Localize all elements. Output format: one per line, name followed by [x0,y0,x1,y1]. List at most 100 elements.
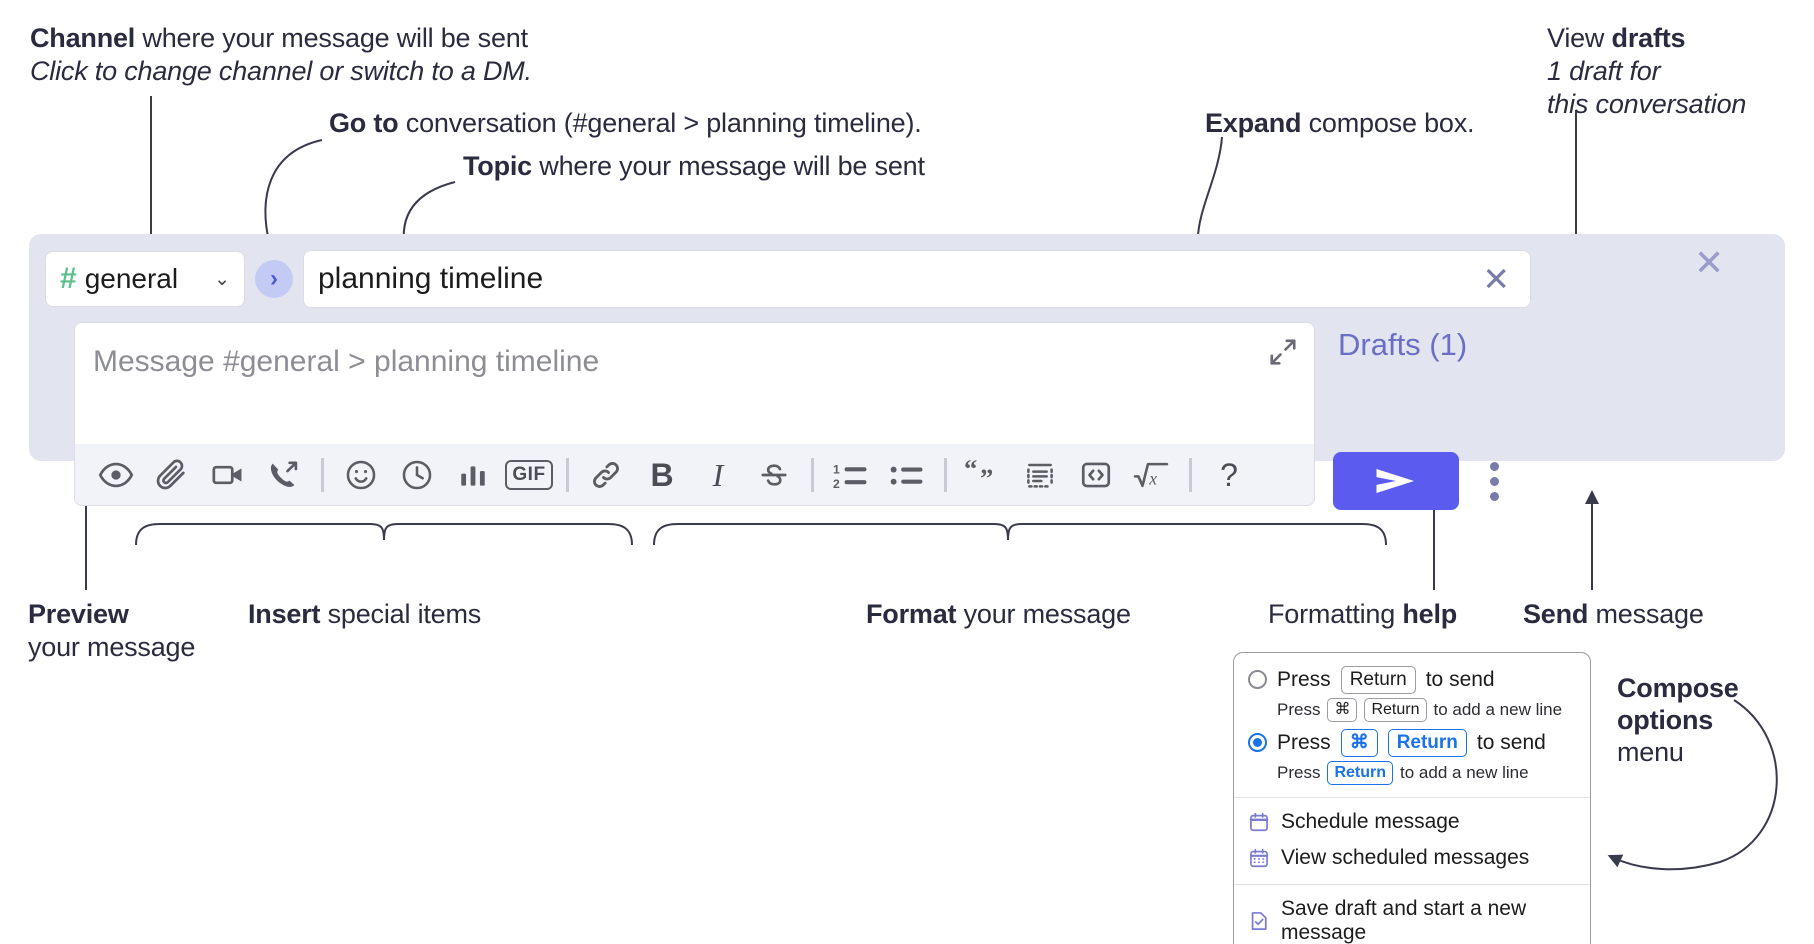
menu-divider [1234,796,1590,798]
annotation-topic-rest: where your message will be sent [532,151,925,181]
annotation-drafts-bold: drafts [1611,23,1686,53]
annotation-channel-bold: Channel [30,23,136,53]
attachment-icon[interactable] [144,449,200,501]
math-icon[interactable]: x [1124,449,1180,501]
inline-code-icon[interactable] [1068,449,1124,501]
annotation-preview: Preview your message [28,598,195,664]
ordered-list-icon[interactable]: 1 2 [823,449,879,501]
sub-pre: Press [1277,699,1321,719]
bold-icon[interactable]: B [634,449,690,501]
bold-label: B [650,456,674,493]
key-return: Return [1340,666,1416,694]
drafts-link[interactable]: Drafts (1) [1338,327,1468,362]
help-icon[interactable]: ? [1201,449,1257,501]
gif-label: GIF [505,459,553,490]
chevron-right-icon: › [270,265,278,292]
compose-options-button[interactable] [1478,452,1510,510]
radio-unselected[interactable] [1248,670,1267,690]
strikethrough-icon[interactable] [746,449,802,501]
option-pre: Press [1277,667,1331,691]
annotation-channel: Channel where your message will be sent … [30,22,532,88]
kebab-dot [1489,461,1499,471]
annotation-help-rest: Formatting [1268,599,1403,629]
poll-icon[interactable] [445,449,501,501]
topic-input[interactable]: planning timeline ✕ [303,250,1531,308]
video-icon[interactable] [200,449,256,501]
bulleted-list-icon[interactable] [879,449,935,501]
annotation-send-bold: Send [1523,599,1589,629]
annotation-preview-line2: your message [28,631,196,662]
compose-panel: # general ⌄ › planning timeline ✕ Messag… [29,234,1785,506]
goto-conversation-button[interactable]: › [255,260,293,298]
code-block-icon[interactable] [1012,449,1068,501]
svg-text:1: 1 [833,462,840,476]
channel-selector[interactable]: # general ⌄ [45,251,245,307]
hash-icon: # [60,262,77,295]
channel-name: general [84,263,179,294]
menu-divider [1234,883,1590,885]
annotation-topic: Topic where your message will be sent [463,150,925,183]
clear-topic-icon[interactable]: ✕ [1482,260,1510,298]
send-button[interactable] [1333,452,1459,510]
annotation-compose-options-bold2: options [1617,704,1714,735]
radio-selected[interactable] [1248,733,1267,753]
annotation-expand-bold: Expand [1205,108,1302,138]
kebab-dot [1489,491,1499,501]
send-option-cmd-return[interactable]: Press ⌘ Return to send [1234,726,1590,760]
option-post: to send [1476,730,1546,754]
send-option-return[interactable]: Press Return to send [1234,663,1590,697]
message-editor[interactable]: Message #general > planning timeline [74,322,1315,444]
annotation-expand-rest: compose box. [1301,108,1475,138]
key-return: Return [1327,760,1394,785]
annotation-compose-options: Compose options menu [1617,673,1739,769]
annotation-format: Format your message [866,598,1131,631]
italic-icon[interactable]: I [690,449,746,501]
svg-text:2: 2 [833,476,840,490]
annotation-drafts-rest: View [1547,23,1612,53]
menu-item-view-scheduled-messages[interactable]: View scheduled messages [1234,840,1590,876]
compose-header-row: # general ⌄ › planning timeline ✕ [45,250,1531,308]
annotation-goto-rest: conversation (#general > planning timeli… [398,108,922,138]
annotation-goto: Go to conversation (#general > planning … [329,107,922,140]
chevron-down-icon: ⌄ [214,268,230,290]
annotation-send-rest: message [1588,599,1704,629]
topic-value: planning timeline [318,262,544,295]
annotation-compose-options-rest: menu [1617,736,1684,767]
blockquote-icon[interactable]: “ ” [956,449,1012,501]
help-label: ? [1220,456,1238,493]
menu-item-schedule-message[interactable]: Schedule message [1234,804,1590,840]
annotation-goto-bold: Go to [329,108,399,138]
key-command: ⌘ [1327,697,1358,722]
separator [321,457,324,492]
annotation-drafts-italic1: 1 draft for [1547,55,1661,86]
link-icon[interactable] [578,449,634,501]
clock-icon[interactable] [389,449,445,501]
send-option-return-sub: Press ⌘ Return to add a new line [1234,697,1590,726]
annotation-channel-rest: where your message will be sent [135,23,528,53]
annotation-format-bold: Format [866,599,957,629]
annotation-compose-options-bold1: Compose [1617,673,1739,703]
send-arrow-icon [1376,469,1414,493]
close-compose-icon[interactable]: ✕ [1694,242,1725,283]
option-post: to send [1425,667,1495,691]
expand-icon[interactable] [1268,337,1298,367]
menu-item-save-draft[interactable]: Save draft and start a new message [1234,891,1590,944]
menu-item-label: View scheduled messages [1281,845,1530,869]
key-return: Return [1364,697,1427,722]
sub-pre: Press [1277,762,1321,782]
separator [944,457,947,492]
gif-icon[interactable]: GIF [501,449,557,501]
annotation-topic-bold: Topic [463,151,532,181]
preview-icon[interactable] [88,449,144,501]
emoji-icon[interactable] [333,449,389,501]
annotation-expand: Expand compose box. [1205,107,1475,140]
sub-post: to add a new line [1400,762,1529,782]
annotation-insert-bold: Insert [248,599,321,629]
separator [811,457,814,492]
annotation-send: Send message [1523,598,1704,631]
annotation-insert-rest: special items [320,599,482,629]
key-command: ⌘ [1340,728,1378,757]
annotation-drafts: View drafts 1 draft for this conversatio… [1547,22,1746,121]
audio-call-icon[interactable] [256,449,312,501]
